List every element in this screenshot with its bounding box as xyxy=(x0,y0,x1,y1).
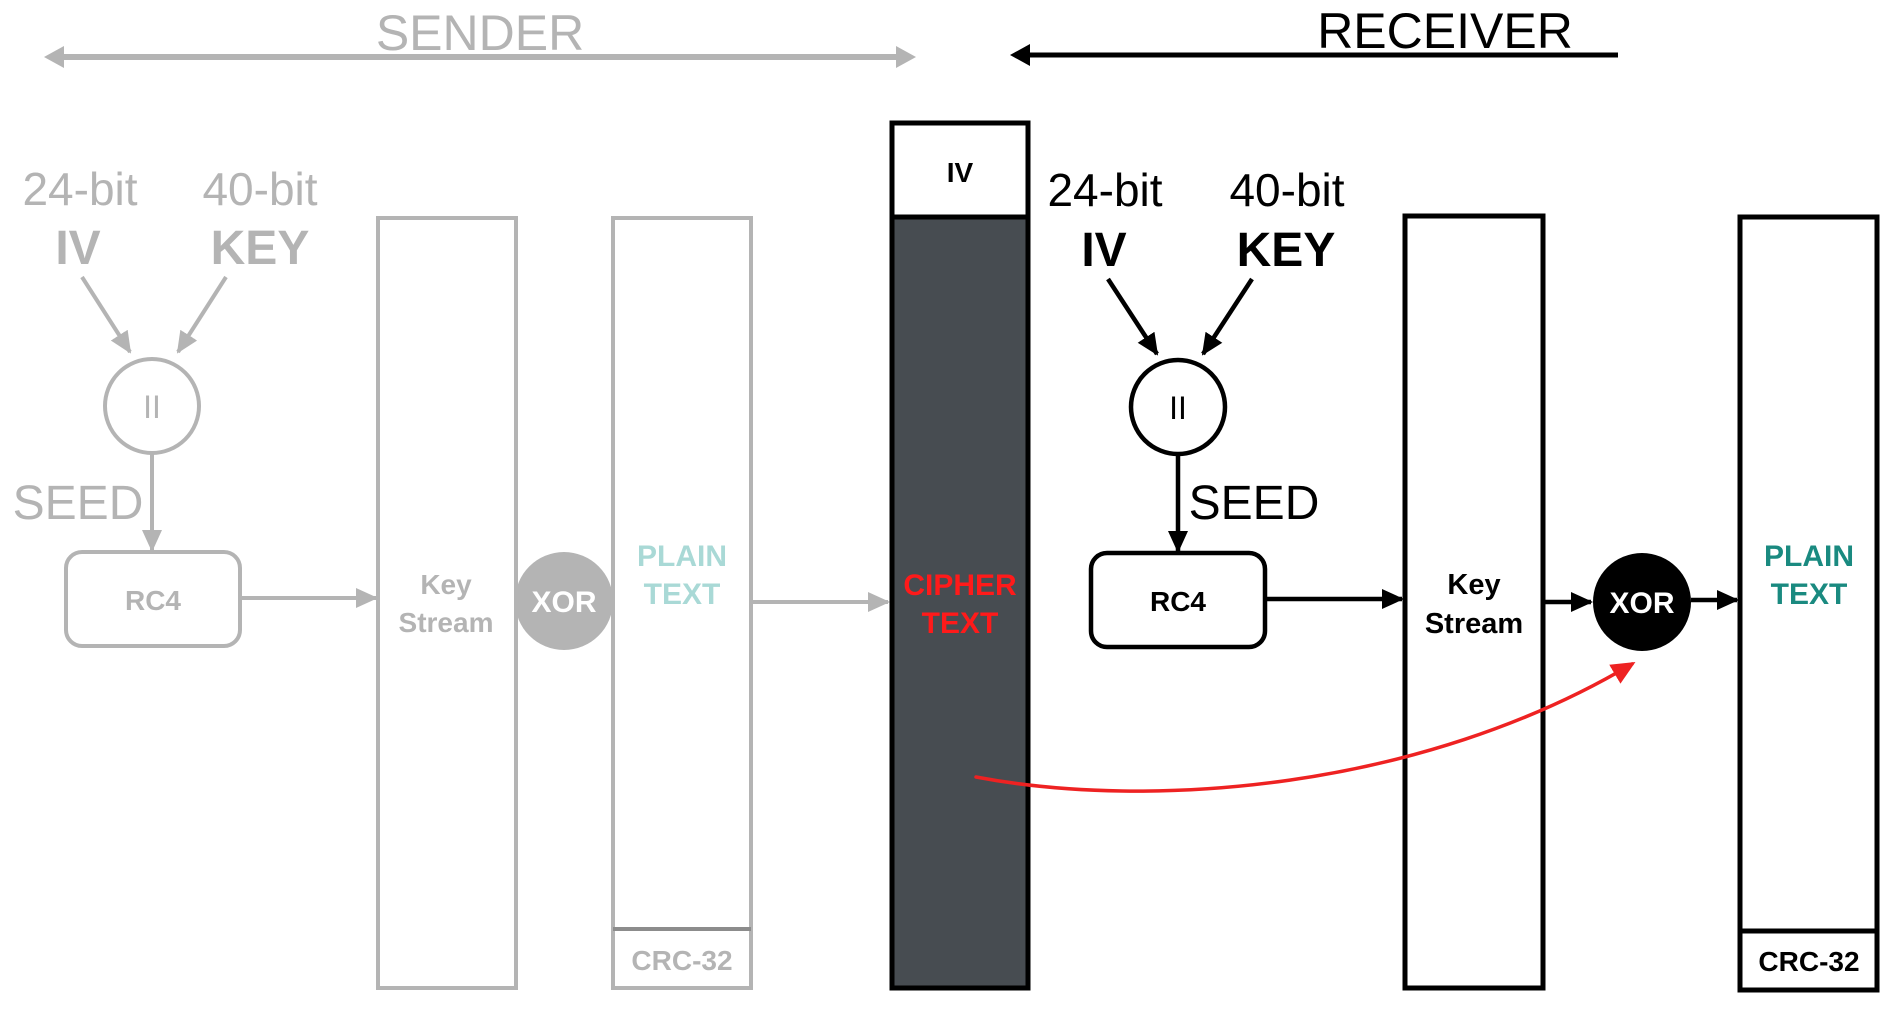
receiver-iv-label: IV xyxy=(1081,224,1126,277)
receiver-header: RECEIVER xyxy=(1010,3,1618,66)
receiver-plaintext-line2: TEXT xyxy=(1771,578,1848,611)
sender-keystream-line2: Stream xyxy=(399,607,494,638)
receiver-crc-label: CRC-32 xyxy=(1758,946,1859,977)
receiver-keystream-column xyxy=(1402,213,1546,991)
sender-seed-label: SEED xyxy=(13,477,144,530)
sender-plaintext-line2: TEXT xyxy=(644,578,721,611)
sender-key-bits: 40-bit xyxy=(202,163,317,215)
sender-keystream-line1: Key xyxy=(420,569,472,600)
sender-title: SENDER xyxy=(376,5,584,61)
receiver-seed-label: SEED xyxy=(1189,477,1320,530)
sender-rc4-label: RC4 xyxy=(125,585,181,616)
packet-iv-label: IV xyxy=(947,157,974,188)
receiver-section: 24-bit IV 40-bit KEY II SEED RC4 Key Str… xyxy=(1047,164,1880,993)
packet-cipher-line2: TEXT xyxy=(922,607,999,640)
receiver-rc4-label: RC4 xyxy=(1150,586,1206,617)
receiver-key-bits: 40-bit xyxy=(1229,164,1344,216)
sender-concat-symbol: II xyxy=(143,389,161,425)
receiver-keystream-line1: Key xyxy=(1447,569,1500,601)
packet-section: IV CIPHER TEXT xyxy=(889,120,1031,991)
receiver-iv-bits: 24-bit xyxy=(1047,164,1162,216)
sender-iv-arrow xyxy=(80,275,132,354)
sender-plaintext-column xyxy=(611,216,753,990)
packet-iv-cell xyxy=(889,120,1031,220)
sender-section: 24-bit IV 40-bit KEY II SEED RC4 Key Str… xyxy=(13,163,890,990)
sender-keystream-column xyxy=(376,216,518,990)
receiver-xor-label: XOR xyxy=(1609,587,1674,620)
sender-arrowhead-right xyxy=(896,46,916,68)
receiver-plaintext-line1: PLAIN xyxy=(1764,540,1854,573)
sender-plaintext-line1: PLAIN xyxy=(637,540,727,573)
receiver-iv-arrow xyxy=(1106,277,1159,356)
packet-ciphertext-cell xyxy=(889,214,1031,991)
receiver-title: RECEIVER xyxy=(1317,3,1573,59)
receiver-keystream-line2: Stream xyxy=(1425,608,1523,640)
sender-header: SENDER xyxy=(44,5,916,68)
sender-xor-node xyxy=(515,552,613,650)
receiver-arrowhead-left xyxy=(1010,44,1030,66)
sender-iv-label: IV xyxy=(55,222,100,275)
ciphertext-to-xor-red-arrow xyxy=(974,661,1636,793)
sender-key-arrow xyxy=(176,275,228,354)
receiver-key-label: KEY xyxy=(1237,224,1336,277)
sender-xor-label: XOR xyxy=(531,586,596,619)
sender-key-label: KEY xyxy=(211,222,310,275)
receiver-xor-node xyxy=(1593,553,1691,651)
receiver-plaintext-column xyxy=(1737,214,1880,993)
packet-cipher-line1: CIPHER xyxy=(903,569,1017,602)
receiver-concat-symbol: II xyxy=(1169,390,1187,426)
sender-arrowhead-left xyxy=(44,46,64,68)
sender-iv-bits: 24-bit xyxy=(22,163,137,215)
receiver-key-arrow xyxy=(1201,277,1254,356)
sender-crc-label: CRC-32 xyxy=(631,945,732,976)
